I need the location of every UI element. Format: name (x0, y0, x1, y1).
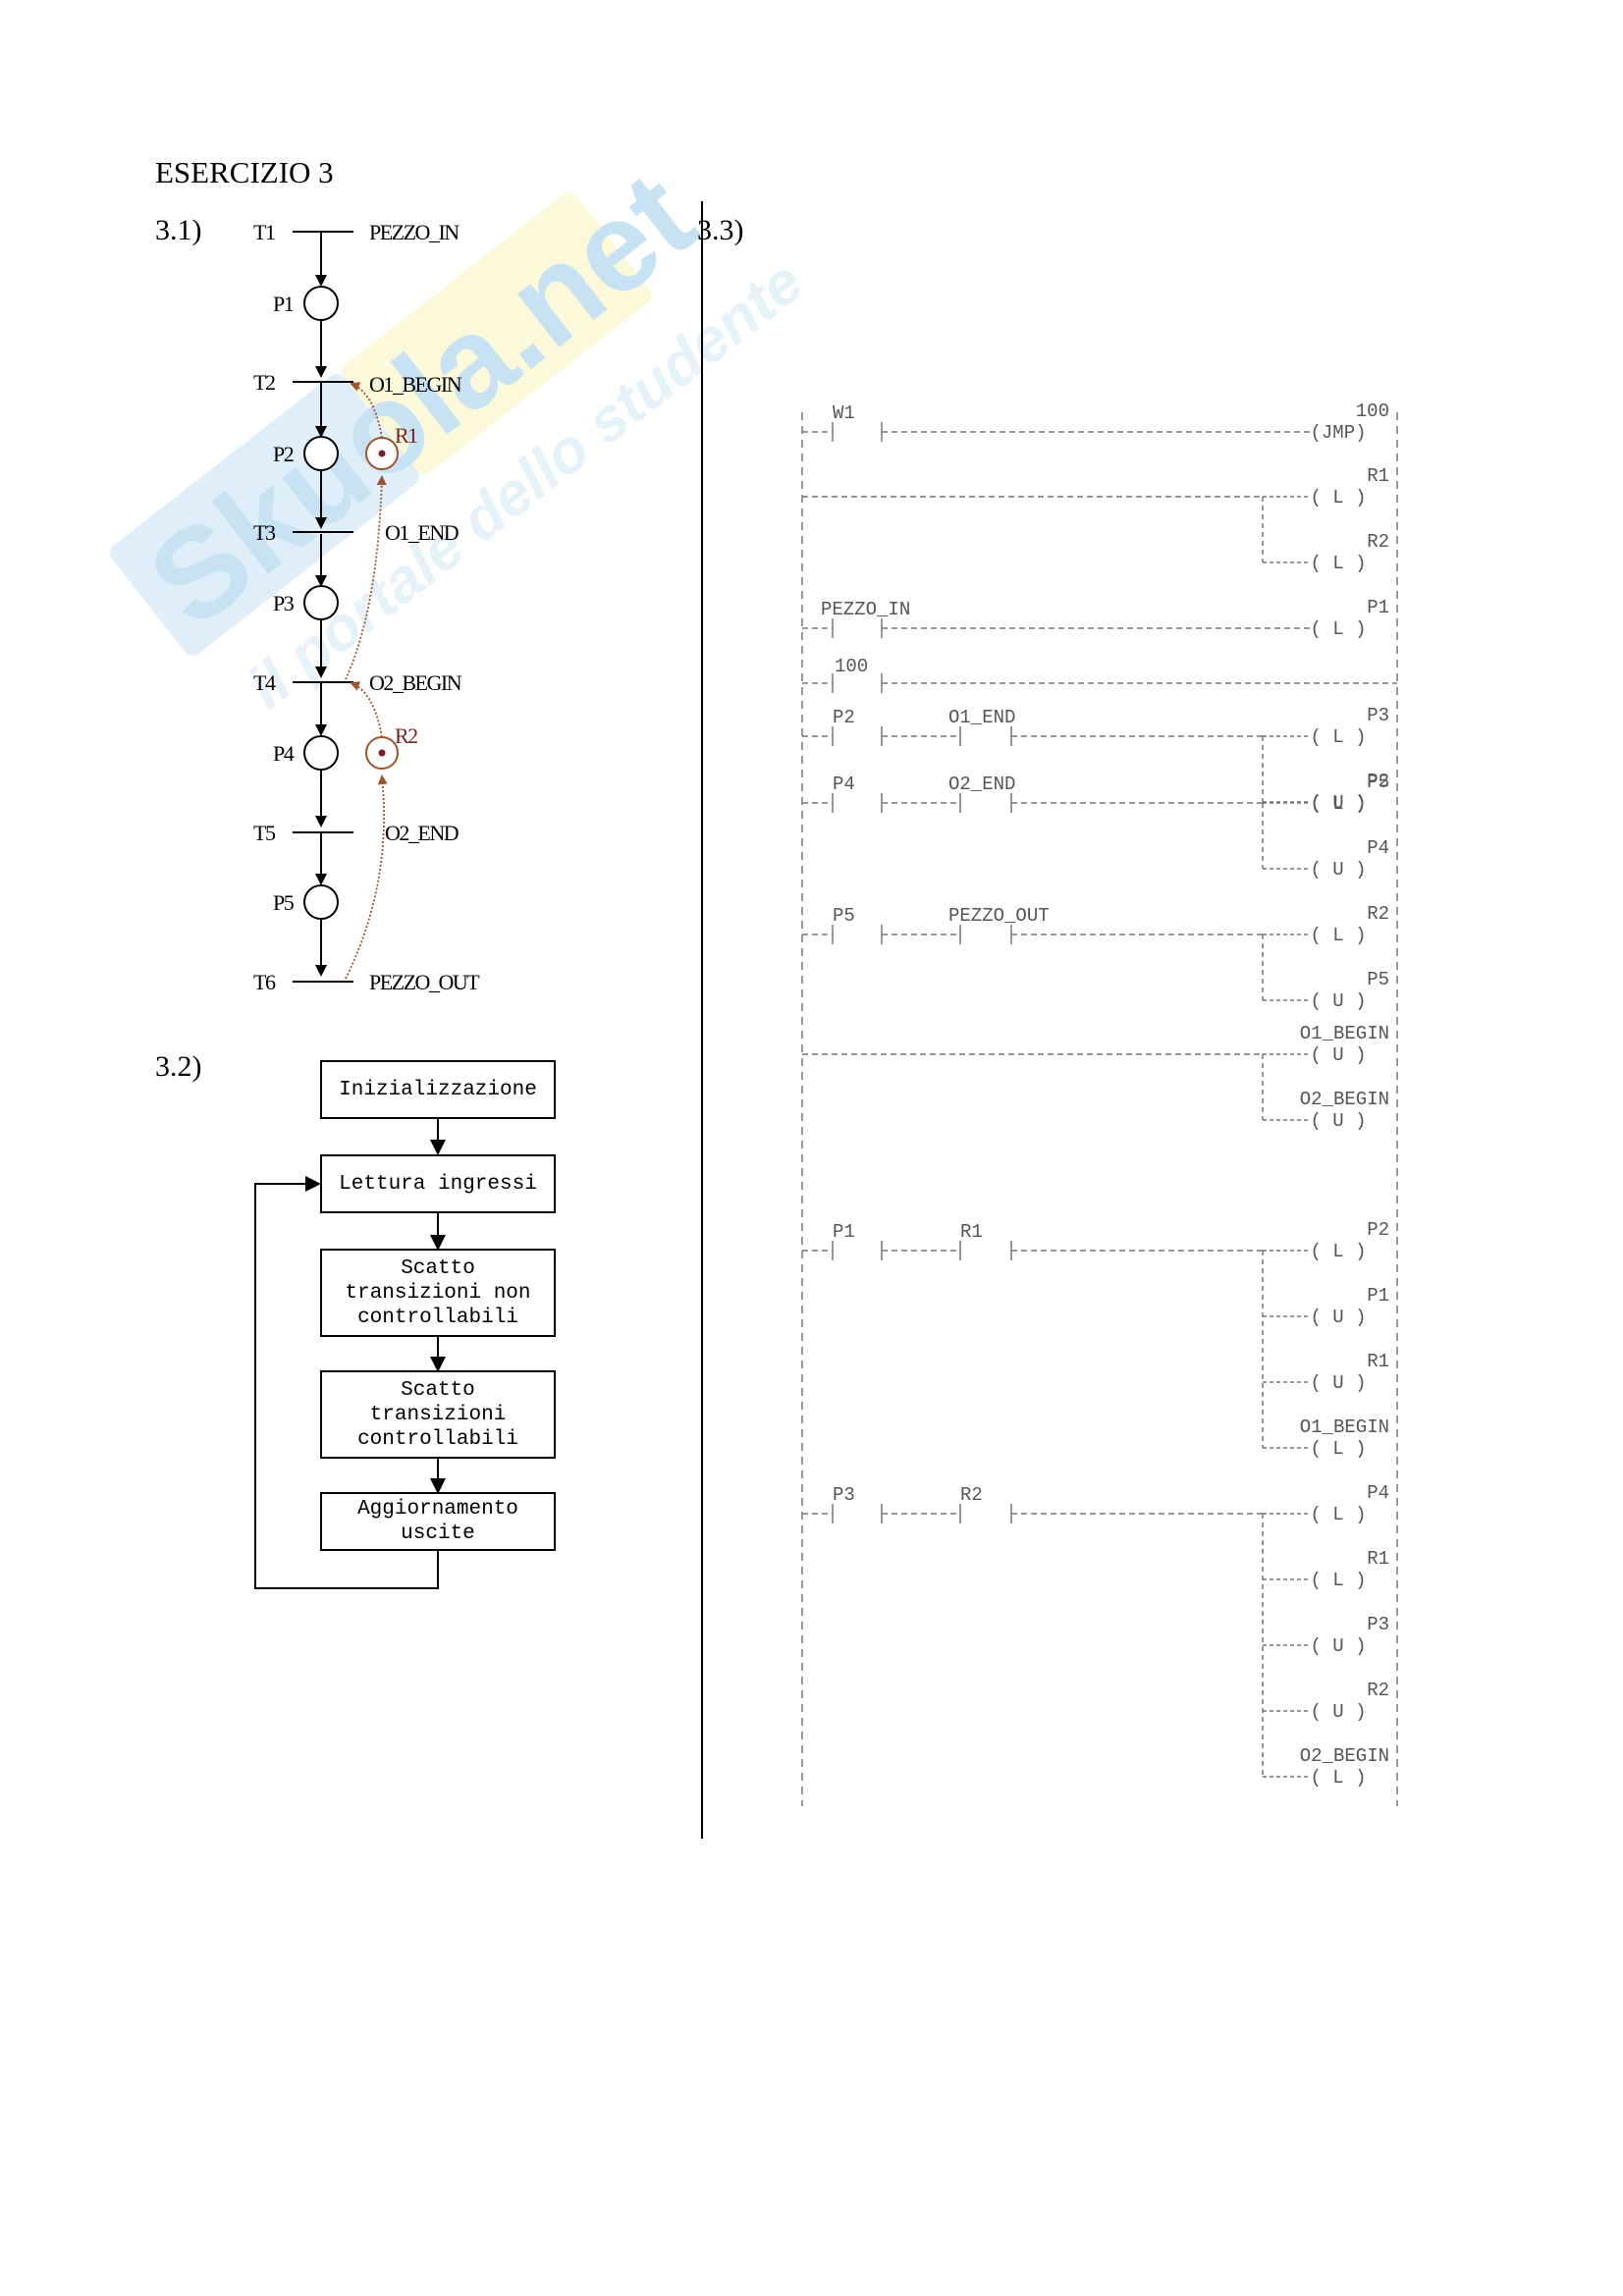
coil-label-o1-begin: O1_BEGIN (1300, 1023, 1389, 1044)
coil-label-r1: R1 (1367, 1548, 1389, 1570)
coil-label-p4: P4 (1367, 837, 1389, 859)
place-label-p1: P1 (273, 292, 294, 316)
flowchart-connectors (254, 1119, 446, 1589)
place-circles (303, 286, 339, 920)
coil-label-r2: R2 (1367, 531, 1389, 553)
coil-type: ( L ) (1310, 1570, 1366, 1591)
petri-net-diagram: T1 PEZZO_IN P1 T2 O1_BEGIN P2 R1 T3 O1_E… (253, 220, 482, 994)
coil-type: ( U ) (1310, 1372, 1366, 1394)
flow-step-read-inputs: Lettura ingressi (320, 1154, 556, 1213)
coil-label-p2: P2 (1367, 1219, 1389, 1241)
coil-type: ( U ) (1310, 1307, 1366, 1328)
coil-label-p3: P3 (1367, 1614, 1389, 1635)
coil-label-p5: P5 (1367, 772, 1389, 793)
transition-bars (293, 231, 353, 983)
coil-type: ( U ) (1310, 1701, 1366, 1723)
coil-type: ( L ) (1310, 1438, 1366, 1460)
coil-label-p2: P2 (1367, 771, 1389, 792)
transition-label-t4: T4 (253, 670, 276, 695)
event-label-o2-begin: O2_BEGIN (369, 670, 462, 695)
transition-label-t1: T1 (253, 220, 275, 244)
flow-step-update-outputs: Aggiornamento uscite (320, 1492, 556, 1551)
coil-label-p1: P1 (1367, 597, 1389, 618)
coil-type: ( U ) (1310, 990, 1366, 1012)
place-label-p3: P3 (273, 591, 295, 615)
column-divider (701, 201, 703, 1839)
place-label-p4: P4 (273, 741, 295, 766)
coil-type: ( L ) (1310, 726, 1366, 748)
coil-label-r1: R1 (1367, 1351, 1389, 1372)
coil-type: ( L ) (1310, 925, 1366, 946)
place-label-p2: P2 (273, 442, 294, 466)
coil-type: ( U ) (1310, 1110, 1366, 1132)
coil-type: ( L ) (1310, 618, 1366, 640)
coil-label-o2-begin: O2_BEGIN (1300, 1745, 1389, 1767)
ladder-label-100: 100 (835, 656, 868, 677)
coil-type: ( U ) (1310, 1044, 1366, 1066)
coil-type: ( L ) (1310, 1241, 1366, 1262)
coil-type: ( U ) (1310, 792, 1366, 814)
coil-type: ( U ) (1310, 1635, 1366, 1657)
coil-type: ( L ) (1310, 793, 1366, 815)
resource-places (365, 437, 399, 770)
section-label-3-1: 3.1) (155, 214, 202, 246)
coil-label-p3: P3 (1367, 705, 1389, 726)
transition-label-t6: T6 (253, 970, 276, 994)
contact-label-r1: R1 (960, 1221, 983, 1243)
event-label-pezzo-out: PEZZO_OUT (369, 970, 480, 994)
coil-label-p5: P5 (1367, 969, 1389, 990)
transition-label-t3: T3 (253, 520, 276, 545)
coil-label-o1-begin: O1_BEGIN (1300, 1416, 1389, 1438)
coil-label-p1: P1 (1367, 1285, 1389, 1307)
place-label-p5: P5 (273, 890, 295, 915)
flow-step-controllable-transitions: Scatto transizioni controllabili (320, 1370, 556, 1459)
event-label-o1-end: O1_END (385, 520, 459, 545)
contact-label-r2: R2 (960, 1484, 983, 1506)
coil-label-o2-begin: O2_BEGIN (1300, 1089, 1389, 1110)
resource-arcs (345, 382, 388, 980)
coil-label-r2: R2 (1367, 903, 1389, 925)
event-label-o1-begin: O1_BEGIN (369, 372, 462, 397)
coil-type: ( U ) (1310, 859, 1366, 881)
section-label-3-3: 3.3) (697, 214, 744, 246)
contact-label-pezzo-out: PEZZO_OUT (948, 905, 1050, 927)
contact-label-p3: P3 (833, 1484, 855, 1506)
coil-type: (JMP) (1310, 422, 1366, 444)
transition-label-t5: T5 (253, 821, 276, 845)
event-label-o2-end: O2_END (385, 821, 459, 845)
contact-label-pezzo-in: PEZZO_IN (821, 599, 910, 620)
contact-label-p5: P5 (833, 905, 855, 927)
page-heading: ESERCIZIO 3 (155, 155, 334, 189)
coil-type: ( L ) (1310, 553, 1366, 574)
contact-label-o2-end: O2_END (948, 774, 1015, 795)
section-label-3-2: 3.2) (155, 1050, 202, 1083)
contact-label-p2: P2 (833, 707, 855, 728)
resource-label-r2: R2 (395, 723, 417, 748)
coil-type: ( L ) (1310, 1504, 1366, 1525)
contact-label-p1: P1 (833, 1221, 855, 1243)
flow-step-initialization: Inizializzazione (320, 1060, 556, 1119)
coil-label-r2: R2 (1367, 1680, 1389, 1701)
coil-label-100: 100 (1356, 400, 1389, 422)
event-label-pezzo-in: PEZZO_IN (369, 220, 460, 244)
contact-label-w1: W1 (833, 402, 855, 424)
coil-type: ( L ) (1310, 487, 1366, 508)
resource-label-r1: R1 (395, 423, 417, 448)
coil-type: ( L ) (1310, 1767, 1366, 1789)
coil-label-p4: P4 (1367, 1482, 1389, 1504)
contact-label-o1-end: O1_END (948, 707, 1015, 728)
coil-label-r1: R1 (1367, 465, 1389, 487)
flow-step-uncontrollable-transitions: Scatto transizioni non controllabili (320, 1249, 556, 1337)
contact-label-p4: P4 (833, 774, 855, 795)
transition-label-t2: T2 (253, 370, 275, 395)
